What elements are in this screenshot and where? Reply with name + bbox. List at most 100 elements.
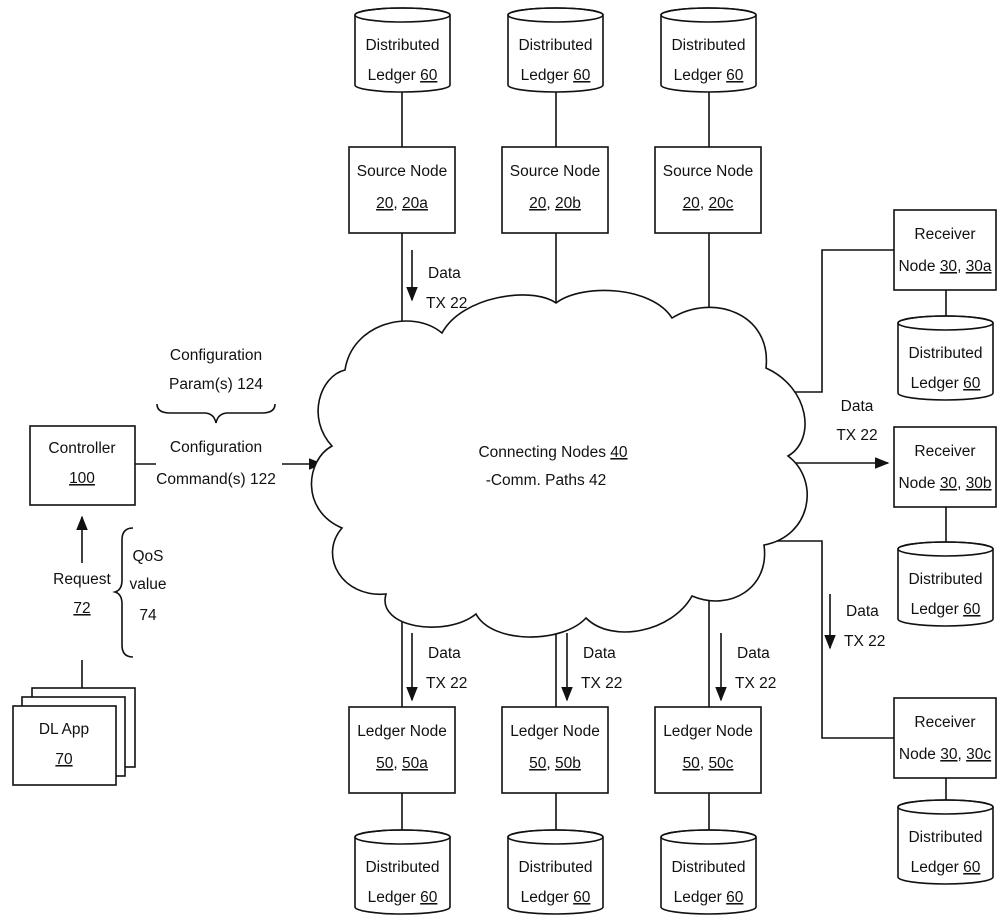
data-tx-label-line1: Data — [841, 398, 874, 415]
ledger-node-c-title: Ledger Node — [663, 723, 753, 740]
receiver-node-b-title: Receiver — [914, 443, 975, 460]
distributed-ledger-ref: Ledger 60 — [911, 375, 981, 392]
request-ref: 72 — [73, 600, 90, 617]
distributed-ledger-ref: Ledger 60 — [521, 67, 591, 84]
data-tx-label-line2: TX 22 — [581, 675, 622, 692]
source-node-a-title: Source Node — [357, 163, 447, 180]
distributed-ledger-label: Distributed — [518, 37, 592, 54]
distributed-ledger-ref: Ledger 60 — [911, 601, 981, 618]
link-cloud-receiver-c — [760, 540, 894, 739]
source-node-b-title: Source Node — [510, 163, 600, 180]
controller-label: Controller — [48, 440, 115, 457]
request-label: Request 72 — [53, 571, 111, 617]
source-node-a-ref: 20, 20a — [376, 195, 428, 212]
distributed-ledger-ref: Ledger 60 — [674, 889, 744, 906]
controller-box: Controller 100 — [29, 425, 136, 506]
qos-line2: value — [129, 576, 166, 593]
source-node-b: Source Node 20, 20b — [501, 146, 609, 234]
ledger-node-b: Ledger Node 50, 50b — [501, 706, 609, 794]
controller-ref: 100 — [69, 470, 95, 487]
distributed-ledger-label: Distributed — [518, 859, 592, 876]
data-tx-arrow: Data TX 22 — [715, 633, 776, 702]
ledger-node-c: Ledger Node 50, 50c — [654, 706, 762, 794]
config-params-line1: Configuration — [170, 347, 262, 364]
data-tx-arrow: Data TX 22 — [406, 633, 467, 702]
connection-lines — [76, 90, 947, 836]
source-node-c-ref: 20, 20c — [683, 195, 734, 212]
data-tx-label-line2: TX 22 — [836, 427, 877, 444]
ledger-node-a-ref: 50, 50a — [376, 755, 428, 772]
data-tx-label-line1: Data — [846, 603, 879, 620]
data-tx-arrow: Data TX 22 — [561, 633, 622, 702]
source-node-c-title: Source Node — [663, 163, 753, 180]
distributed-ledger-ref: Ledger 60 — [521, 889, 591, 906]
data-tx-label-line1: Data — [583, 645, 616, 662]
qos-brace — [112, 527, 134, 658]
dl-app-label: DL App — [39, 721, 89, 738]
qos-line3: 74 — [139, 607, 157, 624]
connecting-nodes-cloud: Connecting Nodes 40 -Comm. Paths 42 — [310, 289, 808, 638]
distributed-ledger-ref: Ledger 60 — [368, 889, 438, 906]
dl-app-stack: DL App 70 — [12, 687, 136, 786]
distributed-ledger-ref: Ledger 60 — [911, 859, 981, 876]
distributed-ledger-label: Distributed — [671, 37, 745, 54]
config-command-line1: Configuration — [170, 439, 262, 456]
data-tx-label-line2: TX 22 — [426, 295, 467, 312]
ledger-node-a-title: Ledger Node — [357, 723, 447, 740]
source-node-b-ref: 20, 20b — [529, 195, 581, 212]
cloud-sublabel: -Comm. Paths 42 — [486, 472, 607, 489]
ledger-node-b-title: Ledger Node — [510, 723, 600, 740]
source-node-c: Source Node 20, 20c — [654, 146, 762, 234]
link-cloud-receiver-a — [760, 249, 894, 393]
data-tx-receiver-b: Data TX 22 — [836, 398, 877, 444]
data-tx-label-line2: TX 22 — [844, 633, 885, 650]
distributed-ledger-label: Distributed — [365, 37, 439, 54]
data-tx-label-line1: Data — [737, 645, 770, 662]
receiver-node-a-ref: Node 30, 30a — [898, 258, 991, 275]
configuration-command: Configuration Command(s) 122 — [156, 439, 276, 488]
ledger-node-c-ref: 50, 50c — [683, 755, 734, 772]
data-tx-label-line1: Data — [428, 645, 461, 662]
ledger-node-b-ref: 50, 50b — [529, 755, 581, 772]
data-tx-label-line2: TX 22 — [735, 675, 776, 692]
configuration-params: Configuration Param(s) 124 — [156, 347, 276, 424]
data-tx-label-line1: Data — [428, 265, 461, 282]
distributed-ledger-label: Distributed — [908, 345, 982, 362]
distributed-ledger-label: Distributed — [908, 571, 982, 588]
data-tx-arrow: Data TX 22 — [824, 594, 885, 650]
config-command-line2: Command(s) 122 — [156, 471, 276, 488]
receiver-node-a-title: Receiver — [914, 226, 975, 243]
ledger-node-a: Ledger Node 50, 50a — [348, 706, 456, 794]
config-params-line2: Param(s) 124 — [169, 376, 263, 393]
receiver-node-b-ref: Node 30, 30b — [898, 475, 991, 492]
request-text: Request — [53, 571, 111, 588]
distributed-ledger-ref: Ledger 60 — [368, 67, 438, 84]
config-brace — [156, 403, 276, 424]
distributed-ledger-ref: Ledger 60 — [674, 67, 744, 84]
distributed-ledger-label: Distributed — [671, 859, 745, 876]
cloud-label: Connecting Nodes 40 — [478, 444, 627, 461]
distributed-ledger-label: Distributed — [365, 859, 439, 876]
data-tx-label-line2: TX 22 — [426, 675, 467, 692]
qos-line1: QoS — [132, 548, 163, 565]
qos-value: QoS value 74 — [112, 527, 167, 658]
source-node-a: Source Node 20, 20a — [348, 146, 456, 234]
distributed-ledger-label: Distributed — [908, 829, 982, 846]
receiver-node-c-ref: Node 30, 30c — [899, 746, 991, 763]
